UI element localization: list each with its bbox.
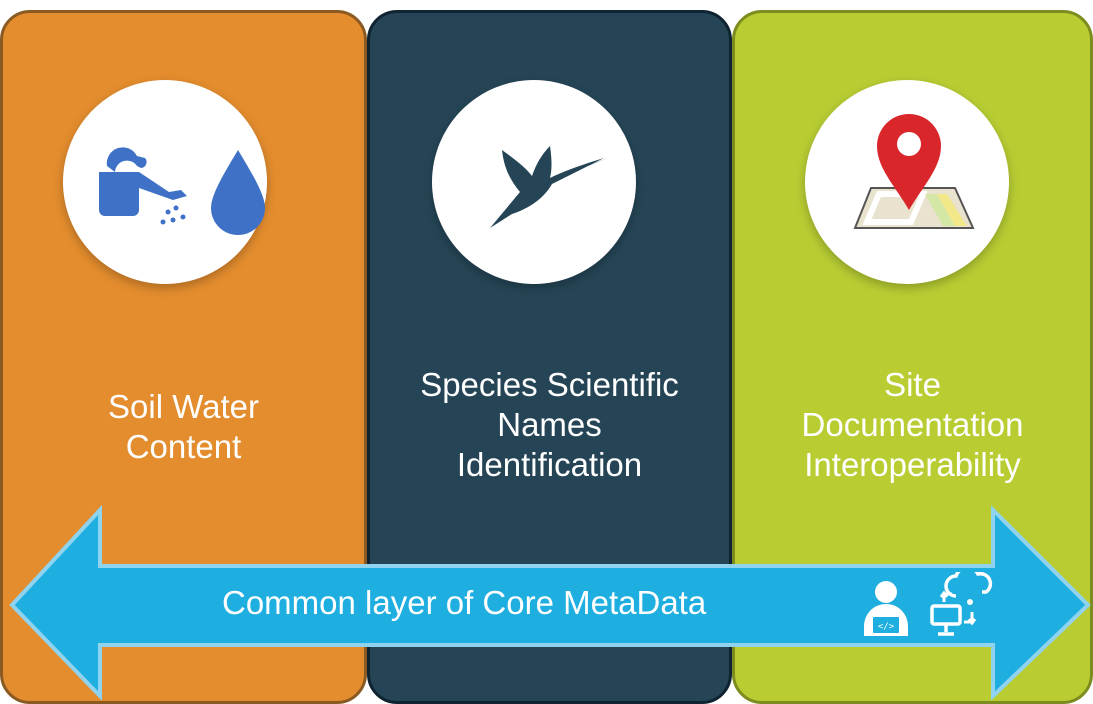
site-icon-circle (805, 80, 1009, 284)
panel-label-line: Soil Water (108, 388, 259, 425)
panel-soil-water-label: Soil Water Content (3, 387, 364, 467)
water-drop-shape (211, 150, 265, 235)
panel-label-line: Identification (456, 446, 643, 483)
panel-label-line: Content (125, 428, 242, 465)
panel-label-line: Species Scientific (420, 366, 679, 403)
panel-label-line: Documentation (801, 406, 1024, 443)
panel-label-line: Names (497, 406, 602, 443)
panel-label-line: Interoperability (804, 446, 1021, 483)
panel-species-label: Species Scientific Names Identification (370, 365, 729, 485)
hummingbird-icon (490, 146, 608, 228)
core-metadata-label: Common layer of Core MetaData (222, 584, 707, 621)
soil-water-icon-circle (63, 80, 267, 284)
watering-can-water-drop-icon (99, 147, 265, 235)
panel-site-label: Site Documentation Interoperability (735, 365, 1090, 485)
double-arrow-shape (9, 504, 1091, 700)
developer-user-icon: </> (864, 581, 908, 636)
cloud-sync-computer-icon (930, 572, 993, 636)
species-icon-circle (432, 80, 636, 284)
panel-label-line: Site (884, 366, 941, 403)
svg-text:</>: </> (878, 622, 895, 632)
map-location-pin-icon (853, 114, 975, 229)
